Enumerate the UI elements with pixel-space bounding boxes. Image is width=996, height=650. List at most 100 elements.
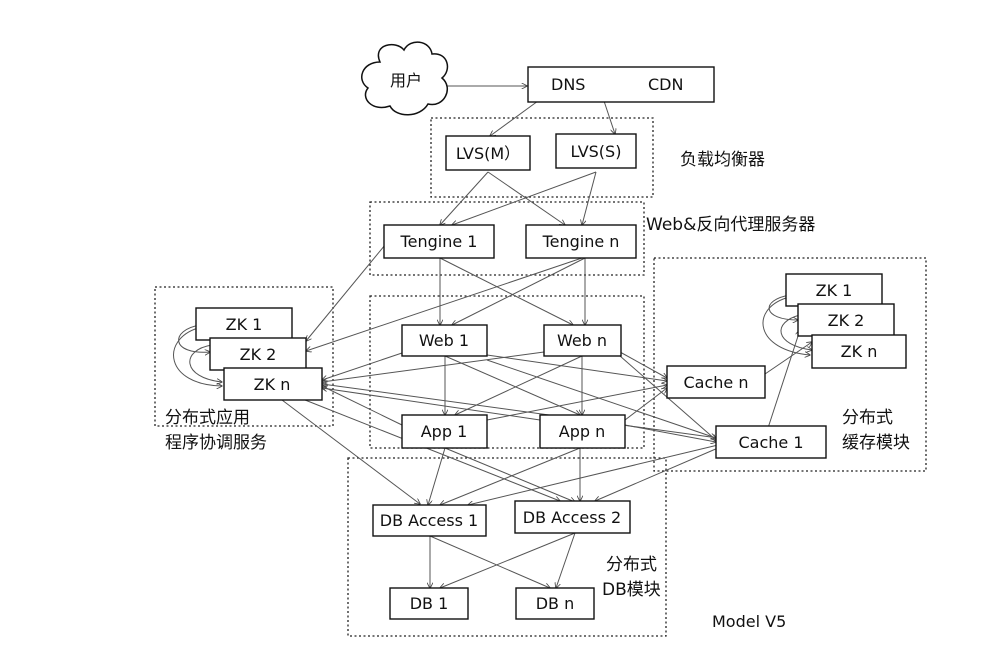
edge-cache1-zkn [322, 384, 719, 439]
edge-web1-appn [444, 355, 580, 415]
edge-lvsm-tenginen [487, 171, 565, 225]
db-access-2-box [514, 500, 631, 534]
edge-cachen-zk [764, 342, 812, 375]
zk-right-2-label: ZK 2 [828, 311, 865, 330]
edge-cache1-zk [767, 330, 800, 429]
app-n-node: App n [539, 414, 626, 449]
edge-lvss-tengine1 [452, 171, 597, 225]
app-1-box [401, 414, 488, 449]
edge-app1-zkn [322, 386, 403, 426]
db-group-label-line1: 分布式 [606, 555, 657, 575]
lvs-m-node: LVS(M） [445, 135, 531, 171]
coordination-group-label-line2: 程序协调服务 [165, 433, 267, 453]
edge-tenginen-web1 [452, 257, 586, 325]
cache-n-label: Cache n [684, 373, 749, 392]
edge-dns-lvsm [490, 100, 539, 136]
zk-left-2-label: ZK 2 [240, 345, 277, 364]
zk-left-2-box [209, 337, 307, 371]
web-proxy-group-label: Web&反向代理服务器 [646, 215, 815, 235]
edge-dba1-dbn [429, 535, 550, 588]
edge-app1-cachen [486, 385, 667, 421]
app-n-box [539, 414, 626, 449]
zk-left-1-label: ZK 1 [226, 315, 263, 334]
zk-left-n-box [223, 367, 323, 401]
edge-zk1-zk2-left [178, 324, 210, 352]
db-1-label: DB 1 [410, 594, 449, 613]
tengine-1-node: Tengine 1 [383, 224, 495, 259]
zk-left-n-label: ZK n [254, 375, 291, 394]
db-access-2-label: DB Access 2 [523, 508, 621, 527]
dns-cdn-box [527, 66, 715, 103]
lvs-s-box [555, 133, 637, 169]
tengine-n-node: Tengine n [525, 224, 637, 259]
zk-right-2-box [797, 303, 895, 337]
edge-web1-cachen [486, 354, 667, 381]
tengine-1-box [383, 224, 495, 259]
db-access-1-box [372, 504, 487, 537]
model-caption: Model V5 [712, 612, 786, 631]
coordination-group-label-line1: 分布式应用 [165, 408, 250, 428]
lvs-m-box [445, 135, 531, 171]
edge-dba2-dbn [556, 532, 576, 588]
edge-appn-cache1 [624, 424, 716, 442]
edge-cache1-dba1 [468, 444, 719, 505]
cache-n-node: Cache n [666, 365, 766, 399]
app-1-label: App 1 [421, 422, 468, 441]
web-n-label: Web n [557, 331, 607, 350]
edge-app1-dba1 [428, 447, 446, 505]
edge-appn-cachen [624, 388, 667, 421]
edge-tengine1-webn [439, 257, 573, 325]
web-app-group [369, 295, 645, 449]
db-group-label-line2: DB模块 [602, 580, 661, 600]
edge-lvsm-tengine1 [440, 171, 489, 225]
web-proxy-group [369, 201, 645, 276]
db-group [347, 457, 667, 637]
edge-tengine1-zk [306, 244, 386, 341]
web-1-box [401, 324, 488, 357]
cache-1-box [715, 425, 827, 459]
load-balancer-group [430, 117, 654, 198]
zk-right-1-box [785, 273, 883, 307]
zk-left-stack: ZK 1 ZK 2 ZK n [195, 307, 323, 401]
edge-zk-dba2 [299, 397, 560, 501]
edge-zk1-zkn-left [173, 327, 222, 386]
zk-right-n-box [811, 334, 907, 369]
app-1-node: App 1 [401, 414, 488, 449]
tengine-n-box [525, 224, 637, 259]
web-n-node: Web n [543, 324, 622, 357]
cache-group [653, 257, 927, 472]
db-n-node: DB n [515, 587, 595, 620]
zk-right-n-label: ZK n [841, 342, 878, 361]
edge-app1-dba2 [444, 447, 575, 502]
cdn-label: CDN [648, 75, 683, 94]
dns-label: DNS [551, 75, 585, 94]
edge-appn-zkn [322, 388, 541, 421]
zk-right-stack: ZK 1 ZK 2 ZK n [785, 273, 907, 369]
edge-web1-cache1 [486, 359, 716, 438]
user-node: 用户 [361, 41, 449, 116]
edge-web1-zkn [322, 352, 403, 380]
cache-1-label: Cache 1 [738, 433, 803, 452]
edge-dba2-db1 [440, 532, 576, 588]
db-access-1-node: DB Access 1 [372, 504, 487, 537]
db-n-box [515, 587, 595, 620]
web-1-node: Web 1 [401, 324, 488, 357]
edge-appn-dba1 [440, 447, 581, 505]
tengine-n-label: Tengine n [542, 232, 620, 251]
cache-group-label-line1: 分布式 [842, 408, 893, 428]
cache-n-box [666, 365, 766, 399]
zk-right-1-label: ZK 1 [816, 281, 853, 300]
dns-cdn-node: DNS CDN [527, 66, 715, 103]
load-balancer-group-label: 负载均衡器 [680, 150, 765, 170]
lvs-s-label: LVS(S) [571, 142, 622, 161]
edge-zk1-zkn-right [762, 297, 810, 355]
edge-zk2-zkn-right [780, 314, 812, 350]
edge-lvss-tenginen [582, 171, 597, 225]
db-1-box [389, 587, 469, 620]
db-access-2-node: DB Access 2 [514, 500, 631, 534]
db-access-1-label: DB Access 1 [380, 511, 478, 530]
lvs-m-label: LVS(M） [456, 144, 520, 163]
edge-webn-cachen [619, 351, 667, 378]
cache-group-label-line2: 缓存模块 [842, 433, 910, 453]
edge-tenginen-zk [306, 257, 583, 351]
